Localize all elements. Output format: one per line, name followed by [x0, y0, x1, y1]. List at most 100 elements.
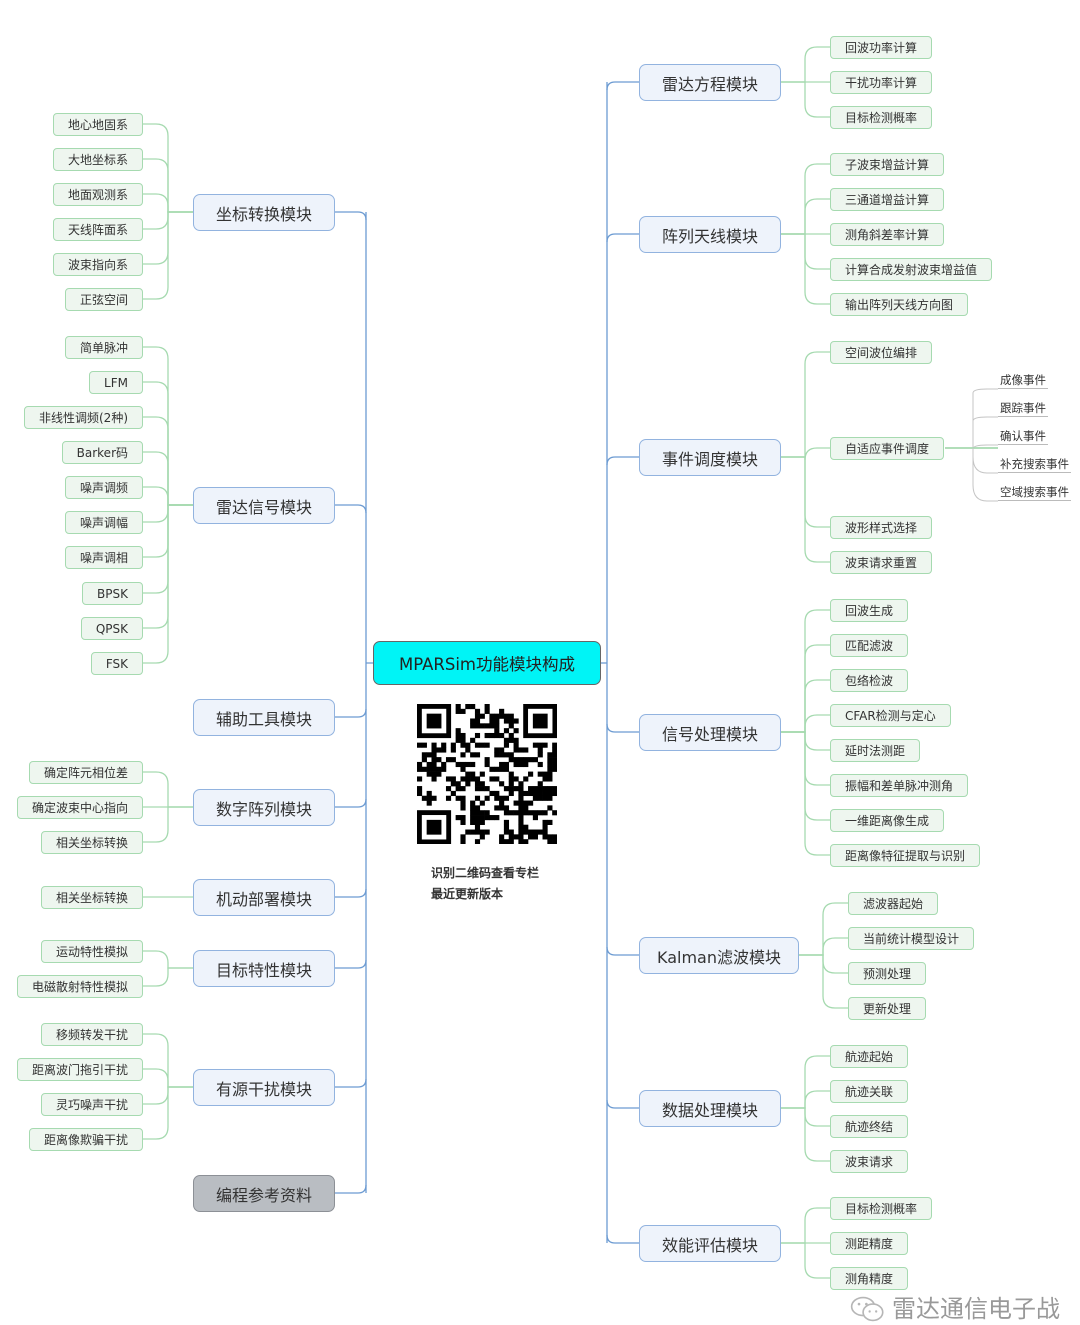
sub-leaf-node[interactable]: 补充搜索事件: [998, 455, 1071, 473]
wechat-icon: [850, 1296, 884, 1322]
connector: [606, 1234, 639, 1244]
leaf-node[interactable]: 子波束增益计算: [830, 153, 945, 176]
connector: [335, 1184, 367, 1194]
leaf-node[interactable]: 波形样式选择: [830, 516, 933, 539]
connector: [143, 451, 193, 506]
leaf-node[interactable]: 空间波位编排: [830, 341, 933, 364]
watermark: 雷达通信电子战: [850, 1294, 1060, 1324]
leaf-node[interactable]: 航迹关联: [830, 1080, 909, 1103]
leaf-node[interactable]: 包络检波: [830, 669, 909, 692]
connector: [781, 1207, 830, 1244]
leaf-node[interactable]: 预测处理: [848, 962, 927, 985]
connector: [781, 81, 830, 118]
leaf-node[interactable]: 噪声调频: [64, 476, 143, 499]
leaf-node[interactable]: 振幅和差单脉冲测角: [830, 774, 969, 797]
leaf-node[interactable]: 距离像特征提取与识别: [830, 844, 981, 867]
connector: [335, 798, 367, 808]
module-6[interactable]: 目标特性模块: [193, 950, 335, 987]
leaf-node[interactable]: LFM: [89, 371, 143, 394]
module-right-4[interactable]: 信号处理模块: [639, 714, 781, 751]
leaf-node[interactable]: 测距精度: [830, 1232, 909, 1255]
connector: [143, 193, 193, 213]
module-right-2[interactable]: 阵列天线模块: [639, 216, 781, 253]
connector: [143, 381, 193, 506]
leaf-node[interactable]: 当前统计模型设计: [848, 927, 975, 950]
connector: [606, 233, 639, 243]
leaf-node[interactable]: 移频转发干扰: [40, 1023, 143, 1046]
connector: [972, 448, 998, 502]
leaf-node[interactable]: 目标检测概率: [830, 1197, 933, 1220]
module-4[interactable]: 数字阵列模块: [193, 789, 335, 826]
central-topic[interactable]: MPARSim功能模块构成: [373, 641, 601, 685]
leaf-node[interactable]: 电磁散射特性模拟: [16, 975, 143, 998]
leaf-node[interactable]: QPSK: [80, 617, 143, 640]
leaf-node[interactable]: 航迹终结: [830, 1115, 909, 1138]
leaf-node[interactable]: 波束请求: [830, 1150, 909, 1173]
leaf-node[interactable]: 正弦空间: [64, 288, 143, 311]
leaf-node[interactable]: 相关坐标转换: [40, 831, 143, 854]
leaf-node[interactable]: 地面观测系: [52, 183, 143, 206]
leaf-node[interactable]: 距离像欺骗干扰: [28, 1128, 143, 1151]
leaf-node[interactable]: 噪声调相: [64, 546, 143, 569]
leaf-node[interactable]: 地心地固系: [52, 113, 143, 136]
qr-caption-line2: 最近更新版本: [431, 887, 504, 901]
leaf-node[interactable]: 干扰功率计算: [830, 71, 933, 94]
leaf-node[interactable]: 回波功率计算: [830, 36, 933, 59]
connector: [143, 1086, 193, 1140]
leaf-node[interactable]: 目标检测概率: [830, 106, 933, 129]
module-1[interactable]: 坐标转换模块: [193, 194, 335, 231]
leaf-node[interactable]: 灵巧噪声干扰: [40, 1093, 143, 1116]
leaf-node[interactable]: 匹配滤波: [830, 634, 909, 657]
leaf-node[interactable]: 测角斜差率计算: [830, 223, 945, 246]
leaf-node[interactable]: BPSK: [82, 582, 143, 605]
module-right-1[interactable]: 雷达方程模块: [639, 64, 781, 101]
leaf-node[interactable]: 非线性调频(2种): [24, 406, 143, 429]
leaf-node[interactable]: 自适应事件调度: [830, 437, 945, 460]
leaf-node[interactable]: 运动特性模拟: [40, 940, 143, 963]
leaf-node[interactable]: 噪声调幅: [64, 511, 143, 534]
leaf-node[interactable]: 波束指向系: [52, 253, 143, 276]
leaf-node[interactable]: 确定阵元相位差: [28, 761, 143, 784]
leaf-node[interactable]: 天线阵面系: [52, 218, 143, 241]
connector: [335, 888, 367, 898]
module-7[interactable]: 有源干扰模块: [193, 1069, 335, 1106]
connector: [799, 937, 848, 956]
sub-leaf-node[interactable]: 空域搜索事件: [998, 483, 1071, 501]
connector: [799, 954, 848, 1009]
module-right-6[interactable]: 数据处理模块: [639, 1090, 781, 1127]
leaf-node[interactable]: 波束请求重置: [830, 551, 933, 574]
leaf-node[interactable]: 确定波束中心指向: [16, 796, 143, 819]
sub-leaf-node[interactable]: 确认事件: [998, 427, 1048, 445]
leaf-node[interactable]: 相关坐标转换: [40, 886, 143, 909]
leaf-node[interactable]: 测角精度: [830, 1267, 909, 1290]
module-right-7[interactable]: 效能评估模块: [639, 1225, 781, 1262]
module-right-3[interactable]: 事件调度模块: [639, 439, 781, 476]
sub-leaf-node[interactable]: 跟踪事件: [998, 399, 1048, 417]
module-2[interactable]: 雷达信号模块: [193, 487, 335, 524]
leaf-node[interactable]: 计算合成发射波束增益值: [830, 258, 993, 281]
connector: [143, 504, 193, 664]
leaf-node[interactable]: 简单脉冲: [64, 336, 143, 359]
qr-caption-line1: 识别二维码查看专栏: [431, 866, 540, 880]
leaf-node[interactable]: 一维距离像生成: [830, 809, 945, 832]
module-5[interactable]: 机动部署模块: [193, 879, 335, 916]
leaf-node[interactable]: 延时法测距: [830, 739, 921, 762]
leaf-node[interactable]: 更新处理: [848, 997, 927, 1020]
sub-leaf-node[interactable]: 成像事件: [998, 371, 1048, 389]
leaf-node[interactable]: 输出阵列天线方向图: [830, 293, 969, 316]
leaf-node[interactable]: 大地坐标系: [52, 148, 143, 171]
leaf-node[interactable]: 回波生成: [830, 599, 909, 622]
module-3[interactable]: 辅助工具模块: [193, 699, 335, 736]
leaf-node[interactable]: 距离波门拖引干扰: [16, 1058, 143, 1081]
leaf-node[interactable]: 三通道增益计算: [830, 188, 945, 211]
leaf-node[interactable]: Barker码: [61, 441, 143, 464]
leaf-node[interactable]: CFAR检测与定心: [830, 704, 951, 727]
connector: [335, 959, 367, 969]
connector: [335, 504, 367, 514]
module-8[interactable]: 编程参考资料: [193, 1175, 335, 1212]
connector: [781, 1090, 830, 1109]
leaf-node[interactable]: 航迹起始: [830, 1045, 909, 1068]
module-right-5[interactable]: Kalman滤波模块: [639, 937, 799, 974]
leaf-node[interactable]: FSK: [90, 652, 143, 675]
leaf-node[interactable]: 滤波器起始: [848, 892, 939, 915]
